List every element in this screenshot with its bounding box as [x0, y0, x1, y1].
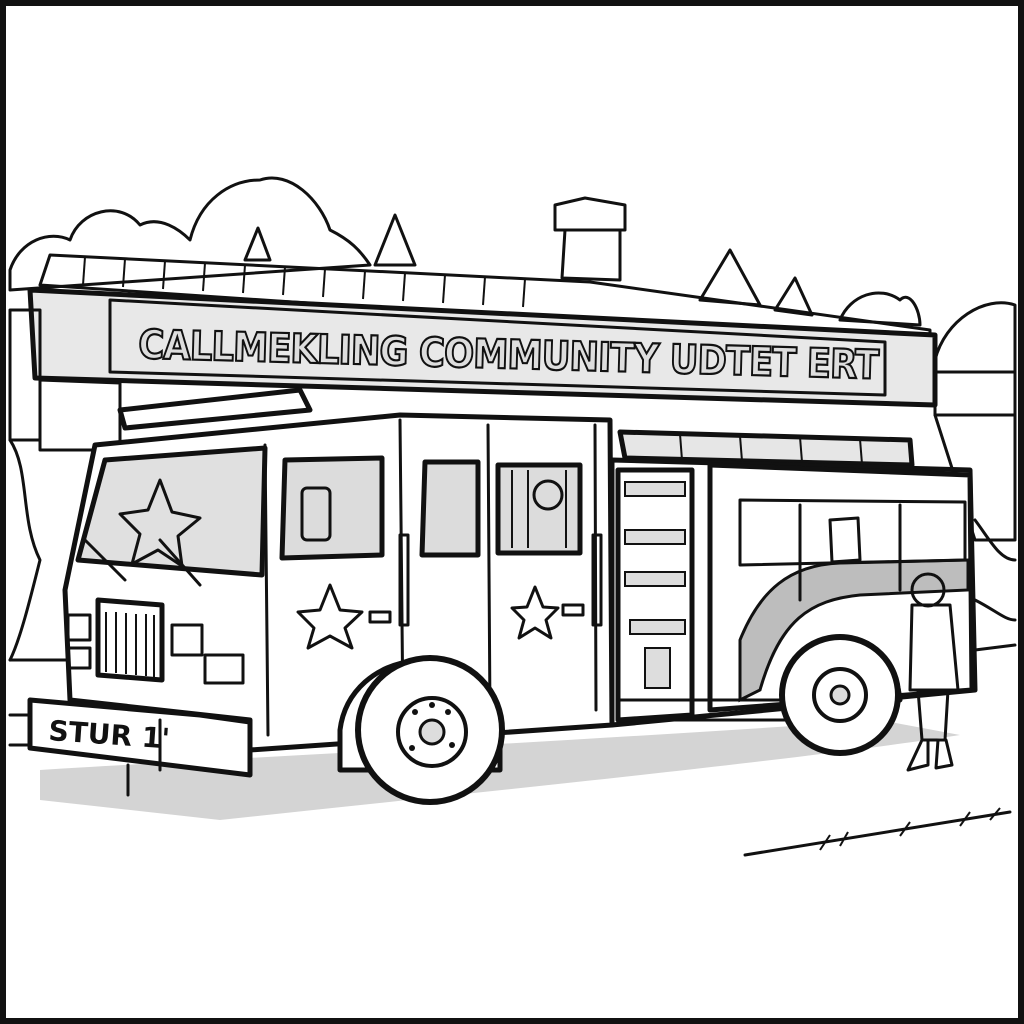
ground-line — [743, 810, 1012, 857]
door-star-icon — [510, 585, 560, 640]
star-reflection-icon — [118, 478, 202, 568]
front-grille — [95, 597, 165, 683]
firefighter-standing — [906, 572, 960, 772]
community-building: CALLMEKLING COMMUNITY UDTET ERT — [8, 196, 1017, 662]
ladder — [117, 387, 313, 431]
door-star-icon — [296, 583, 364, 650]
front-bumper — [27, 697, 253, 778]
cab-window-middle — [419, 459, 481, 558]
headlight-left — [66, 613, 92, 642]
headlight-right — [170, 623, 204, 657]
fire-truck: STUR 1' — [27, 387, 978, 820]
firefighter-in-cab — [532, 479, 564, 511]
chimney — [560, 228, 622, 282]
cab-window-rear — [495, 462, 583, 556]
side-mirror — [300, 486, 332, 542]
cab-window-front — [279, 455, 385, 561]
body-stripe — [738, 558, 970, 703]
cup-figure — [828, 516, 862, 564]
